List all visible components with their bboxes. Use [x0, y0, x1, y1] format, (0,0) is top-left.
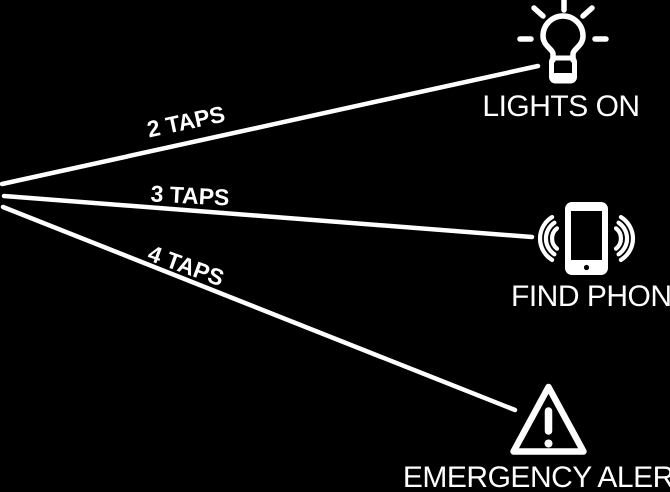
- phone-home-button: [583, 264, 590, 271]
- light-rays: [517, 0, 609, 42]
- phone-screen: [571, 211, 602, 260]
- lightbulb-icon: [517, 0, 609, 84]
- vibrating-phone-icon: [538, 202, 635, 275]
- connector-line-3taps: [1, 193, 535, 240]
- target-caption-lights-on: LIGHTS ON: [482, 90, 640, 123]
- connector-line-4taps: [0, 204, 518, 413]
- warning-triangle-icon: [510, 383, 587, 455]
- target-caption-emergency-alert: EMERGENCY ALERT: [402, 461, 670, 492]
- vibration-waves: [538, 215, 635, 262]
- exclamation-dot: [544, 439, 553, 448]
- tap-count-label-3: 3 TAPS: [149, 180, 231, 211]
- connector-line-2taps: [0, 63, 541, 187]
